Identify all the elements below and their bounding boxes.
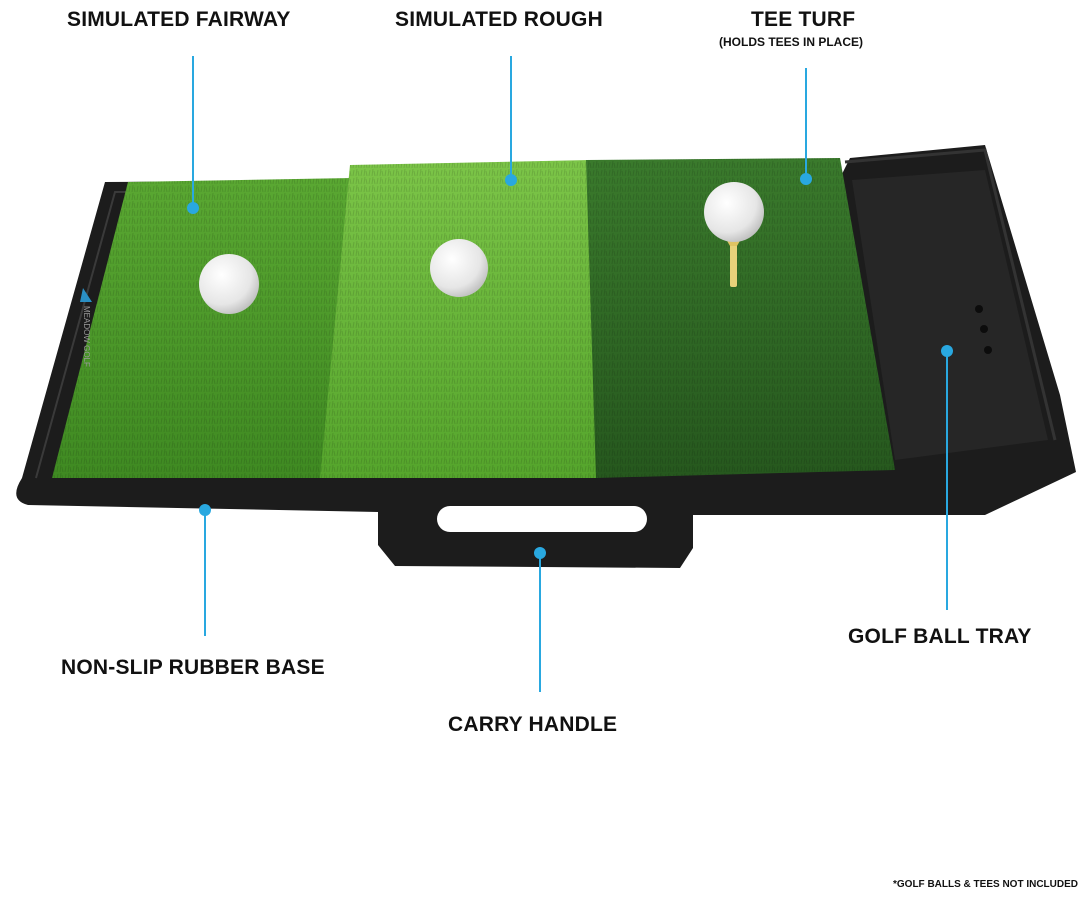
label-golf-ball-tray: GOLF BALL TRAY [848,625,1032,648]
callout-dot-rubber-base [199,504,211,516]
callout-dot-ball-tray [941,345,953,357]
footnote: *GOLF BALLS & TEES NOT INCLUDED [893,879,1078,890]
golf-ball [430,239,488,297]
label-non-slip-rubber-base: NON-SLIP RUBBER BASE [61,656,325,679]
rough-texture [320,160,598,478]
ball-tray [852,170,1048,460]
tee-turf-texture [586,158,895,478]
tray-hole [984,346,992,354]
carry-handle-cutout [437,506,647,532]
brand-logo-text: MEADOW GOLF [82,306,91,367]
ball-tray-lip [844,148,1057,441]
golf-ball [704,182,764,242]
callout-dot-tee-turf [800,173,812,185]
callout-dot-fairway [187,202,199,214]
callout-dot-rough [505,174,517,186]
label-simulated-rough: SIMULATED ROUGH [395,8,603,31]
tray-hole [975,305,983,313]
callout-dot-carry-handle [534,547,546,559]
fairway-texture [52,178,352,478]
tray-hole [980,325,988,333]
label-simulated-fairway: SIMULATED FAIRWAY [67,8,291,31]
label-tee-turf-subtitle: (HOLDS TEES IN PLACE) [719,35,864,49]
golf-ball [199,254,259,314]
label-tee-turf: TEE TURF [751,8,856,31]
brand-logo: MEADOW GOLF [80,288,92,367]
label-carry-handle: CARRY HANDLE [448,713,618,736]
